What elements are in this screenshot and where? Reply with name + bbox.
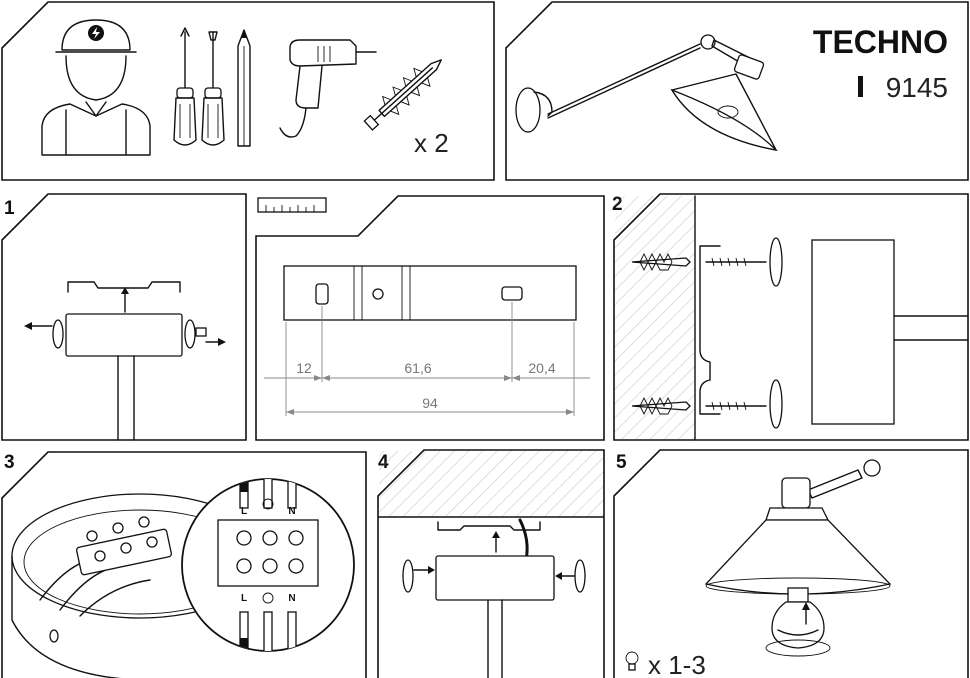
product-panel: TECHNO 9145 (505, 1, 969, 181)
wall-plug-lower-icon (631, 396, 691, 416)
screw-left-icon (402, 559, 435, 593)
lamp-shade-drawing (704, 459, 892, 595)
step-3-number: 3 (4, 452, 15, 473)
dimension-total: 94 (422, 395, 438, 411)
pencil-icon (237, 29, 251, 147)
bulb-icon (625, 651, 639, 671)
code-marker-icon (858, 76, 863, 97)
screw-right-icon (184, 319, 226, 349)
wall-plug-icon (363, 59, 442, 131)
step-5-panel: 5 x 1-3 (613, 449, 969, 678)
ceiling-section (379, 451, 603, 517)
dimension-right: 20,4 (528, 360, 555, 376)
step-3-panel: 3 (1, 451, 367, 678)
bulb-quantity: x 1-3 (648, 650, 706, 678)
lamp-base-side-view (811, 239, 969, 425)
light-bulb-drawing (765, 587, 831, 657)
screw-right-icon (555, 559, 586, 593)
ruler-icon (257, 197, 327, 213)
terminal-detail-lens: L N L N (181, 478, 355, 652)
terminal-label-bottom-l: L (241, 593, 247, 604)
product-name: TECHNO (813, 24, 948, 60)
terminal-label-bottom-n: N (288, 593, 295, 604)
wall-lamp-illustration (515, 34, 778, 152)
tools-panel: x 2 (1, 1, 495, 181)
screwdriver-flat-icon (201, 31, 225, 146)
screw-upper-icon (705, 237, 783, 287)
step-1-panel: 1 (1, 193, 247, 441)
screwdriver-phillips-icon (173, 27, 197, 146)
screw-left-icon (24, 319, 64, 349)
electrician-icon (41, 19, 151, 156)
terminal-label-top-l: L (241, 506, 247, 517)
step-5-number: 5 (616, 452, 627, 473)
step-2-panel: 2 (612, 193, 969, 441)
dimension-left: 12 (296, 360, 312, 376)
terminal-block-drawing (76, 516, 172, 576)
step-1-number: 1 (4, 198, 15, 219)
plug-quantity: x 2 (414, 128, 449, 158)
terminal-label-top-n: N (288, 506, 295, 517)
bracket-dimensions-panel: 12 61,6 20,4 94 (255, 195, 605, 441)
wall-section (615, 196, 695, 439)
mounting-bracket-drawing (283, 265, 577, 321)
step-4-panel: 4 (377, 449, 605, 678)
drill-icon (279, 39, 377, 138)
screw-lower-icon (705, 379, 783, 429)
wall-plug-upper-icon (631, 252, 691, 272)
dimension-lines (264, 302, 590, 416)
dimension-middle: 61,6 (404, 360, 431, 376)
product-code: 9145 (886, 72, 948, 103)
